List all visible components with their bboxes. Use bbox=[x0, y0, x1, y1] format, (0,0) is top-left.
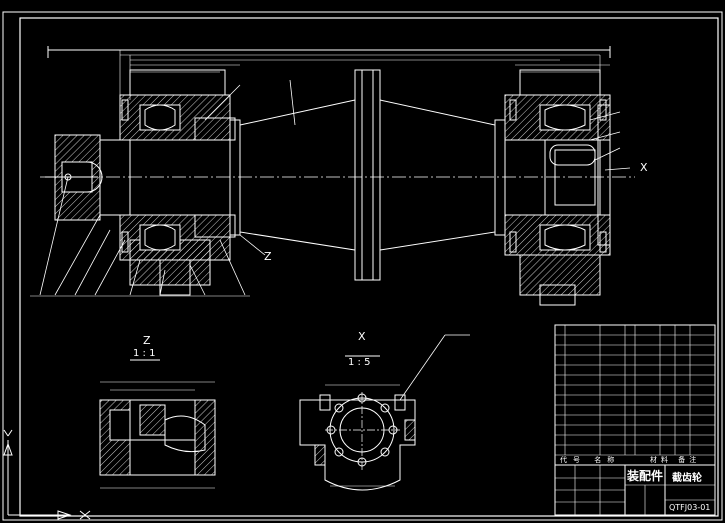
detail-view-x bbox=[299, 334, 470, 491]
bom-header-code: 代号 bbox=[560, 456, 586, 464]
part-name: 截齿轮 bbox=[672, 473, 702, 484]
detail-z-scale: 1 : 1 bbox=[133, 348, 156, 359]
title-block bbox=[554, 324, 716, 516]
drawing-frame bbox=[2, 11, 723, 521]
bom-header-name: 名称 bbox=[594, 456, 621, 464]
bom-header-remark: 备注 bbox=[678, 456, 701, 464]
detail-x-scale: 1 : 5 bbox=[348, 357, 371, 368]
leader-lines bbox=[30, 79, 631, 297]
section-x-marker: X bbox=[640, 161, 648, 174]
drawing-number: QTFJ03-01 bbox=[669, 503, 711, 512]
detail-x-label: X bbox=[358, 330, 366, 343]
ucs-icon bbox=[3, 429, 91, 520]
main-section-view bbox=[45, 46, 611, 306]
detail-view-z bbox=[99, 359, 216, 489]
section-z-marker: Z bbox=[264, 250, 272, 263]
bom-header-material: 材料 bbox=[650, 456, 672, 464]
assembly-label: 装配件 bbox=[627, 469, 664, 483]
detail-z-label: Z bbox=[143, 334, 151, 347]
